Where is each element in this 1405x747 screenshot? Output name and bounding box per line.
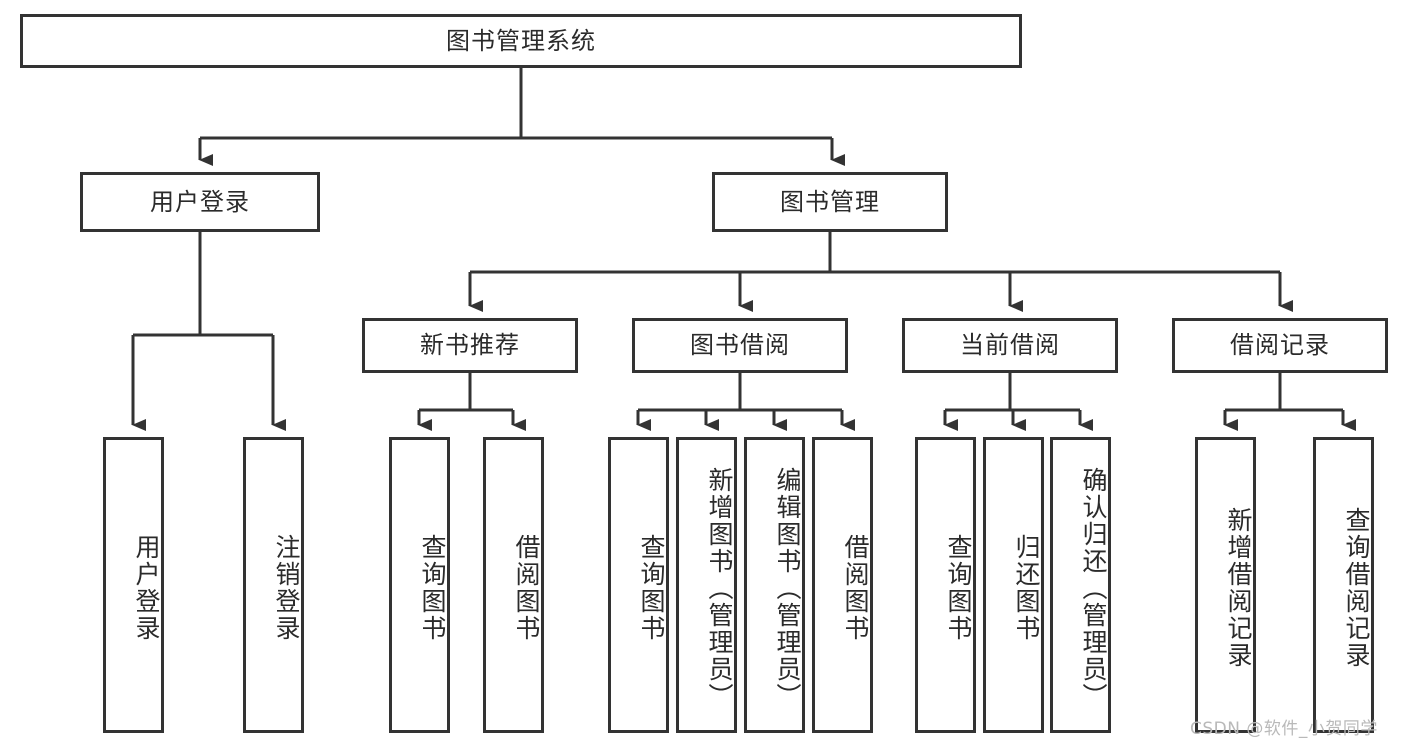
node-book-borrow-label: 图书借阅: [690, 331, 790, 360]
leaf-query-borrow-record[interactable]: 查询借阅记录: [1313, 437, 1374, 733]
leaf-user-login[interactable]: 用户登录: [103, 437, 164, 733]
node-current-borrow[interactable]: 当前借阅: [902, 318, 1118, 373]
leaf-query-book-3[interactable]: 查询图书: [915, 437, 976, 733]
leaf-confirm-return-admin[interactable]: 确认归还（管理员）: [1050, 437, 1111, 733]
node-book-management-label: 图书管理: [780, 187, 880, 216]
node-root[interactable]: 图书管理系统: [20, 14, 1022, 68]
node-root-label: 图书管理系统: [446, 26, 596, 55]
leaf-return-book-label: 归还图书: [1012, 534, 1041, 642]
leaf-confirm-return-admin-label: 确认归还（管理员）: [1079, 466, 1108, 710]
leaf-borrow-book-1[interactable]: 借阅图书: [483, 437, 544, 733]
leaf-logout-login[interactable]: 注销登录: [243, 437, 304, 733]
leaf-logout-login-label: 注销登录: [272, 534, 301, 642]
leaf-add-borrow-record[interactable]: 新增借阅记录: [1195, 437, 1256, 733]
node-user-login[interactable]: 用户登录: [80, 172, 320, 232]
node-current-borrow-label: 当前借阅: [960, 331, 1060, 360]
leaf-query-borrow-record-label: 查询借阅记录: [1342, 507, 1371, 669]
node-borrow-record-label: 借阅记录: [1230, 331, 1330, 360]
leaf-query-book-1-label: 查询图书: [418, 534, 447, 642]
node-book-borrow[interactable]: 图书借阅: [632, 318, 848, 373]
node-new-book-recommend[interactable]: 新书推荐: [362, 318, 578, 373]
leaf-return-book[interactable]: 归还图书: [983, 437, 1044, 733]
leaf-add-book-admin-label: 新增图书（管理员）: [705, 466, 734, 710]
leaf-user-login-label: 用户登录: [132, 534, 161, 642]
node-new-book-recommend-label: 新书推荐: [420, 331, 520, 360]
leaf-query-book-2[interactable]: 查询图书: [608, 437, 669, 733]
leaf-add-book-admin[interactable]: 新增图书（管理员）: [676, 437, 737, 733]
leaf-query-book-1[interactable]: 查询图书: [389, 437, 450, 733]
leaf-edit-book-admin-label: 编辑图书（管理员）: [773, 466, 802, 710]
node-book-management[interactable]: 图书管理: [712, 172, 948, 232]
leaf-edit-book-admin[interactable]: 编辑图书（管理员）: [744, 437, 805, 733]
leaf-borrow-book-1-label: 借阅图书: [512, 534, 541, 642]
leaf-query-book-3-label: 查询图书: [944, 534, 973, 642]
node-borrow-record[interactable]: 借阅记录: [1172, 318, 1388, 373]
leaf-add-borrow-record-label: 新增借阅记录: [1224, 507, 1253, 669]
leaf-borrow-book-2-label: 借阅图书: [841, 534, 870, 642]
leaf-borrow-book-2[interactable]: 借阅图书: [812, 437, 873, 733]
node-user-login-label: 用户登录: [150, 187, 250, 216]
leaf-query-book-2-label: 查询图书: [637, 534, 666, 642]
